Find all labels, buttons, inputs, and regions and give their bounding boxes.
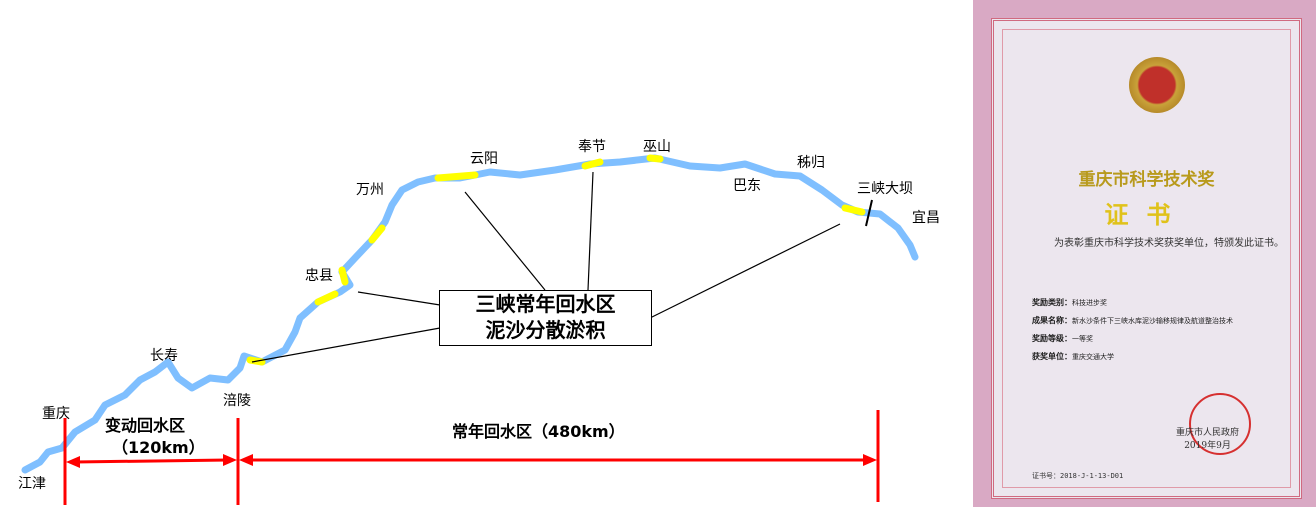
cert-row: 奖励等级：一等奖 bbox=[1032, 333, 1093, 343]
reach-arrows bbox=[63, 410, 880, 505]
cert-row: 成果名称：新水沙条件下三峡水库泥沙输移规律及航道整治技术 bbox=[1032, 315, 1233, 325]
label-three-gorges-dam: 三峡大坝 bbox=[857, 181, 913, 197]
certificate-number: 证书号：2018-J-1-13-D01 bbox=[1032, 472, 1124, 480]
label-fuling: 涪陵 bbox=[223, 393, 251, 409]
award-certificate-photo: 重庆市科学技术奖 证书 为表彰重庆市科学技术奖获奖单位，特颁发此证书。 奖励类别… bbox=[973, 0, 1316, 507]
certificate-intro: 为表彰重庆市科学技术奖获奖单位，特颁发此证书。 bbox=[1054, 238, 1284, 249]
certificate-title: 重庆市科学技术奖 bbox=[1078, 170, 1215, 190]
callout-box: 三峡常年回水区 泥沙分散淤积 bbox=[439, 290, 652, 346]
cert-row: 奖励类别：科技进步奖 bbox=[1032, 297, 1107, 307]
variable-backwater-length: （120km） bbox=[112, 438, 205, 457]
label-jiangjin: 江津 bbox=[18, 476, 46, 492]
label-badong: 巴东 bbox=[733, 178, 761, 194]
callout-line2: 泥沙分散淤积 bbox=[485, 318, 606, 342]
label-chongqing: 重庆 bbox=[42, 406, 70, 422]
issue-date: 2019年9月 bbox=[1184, 441, 1231, 451]
label-changshou: 长寿 bbox=[150, 347, 178, 364]
place-labels: 重庆 江津 长寿 涪陵 忠县 万州 云阳 奉节 巫山 巴东 秭归 三峡大坝 宜昌 bbox=[18, 139, 940, 492]
official-seal bbox=[1189, 393, 1251, 455]
variable-backwater-label: 变动回水区 bbox=[105, 416, 186, 435]
label-wanzhou: 万州 bbox=[356, 182, 384, 198]
label-fengjie: 奉节 bbox=[578, 139, 606, 155]
national-emblem-icon bbox=[1129, 57, 1185, 113]
label-zigui: 秭归 bbox=[797, 154, 825, 171]
cert-row: 获奖单位：重庆交通大学 bbox=[1032, 351, 1114, 361]
certificate-subtitle: 证书 bbox=[1104, 201, 1189, 229]
deposit-zones bbox=[246, 154, 866, 366]
perennial-backwater-label: 常年回水区（480km） bbox=[452, 422, 625, 441]
label-wushan: 巫山 bbox=[643, 139, 671, 155]
callout-line1: 三峡常年回水区 bbox=[475, 292, 616, 316]
label-yunyang: 云阳 bbox=[470, 151, 498, 167]
three-gorges-reservoir-map: 重庆 江津 长寿 涪陵 忠县 万州 云阳 奉节 巫山 巴东 秭归 三峡大坝 宜昌 bbox=[18, 139, 940, 505]
dam-marker bbox=[865, 199, 873, 227]
label-yichang: 宜昌 bbox=[912, 210, 940, 226]
label-zhongxian: 忠县 bbox=[305, 268, 333, 284]
yangtze-river bbox=[21, 154, 919, 474]
issuer: 重庆市人民政府 bbox=[1176, 428, 1240, 438]
callout-lines bbox=[251, 171, 841, 363]
